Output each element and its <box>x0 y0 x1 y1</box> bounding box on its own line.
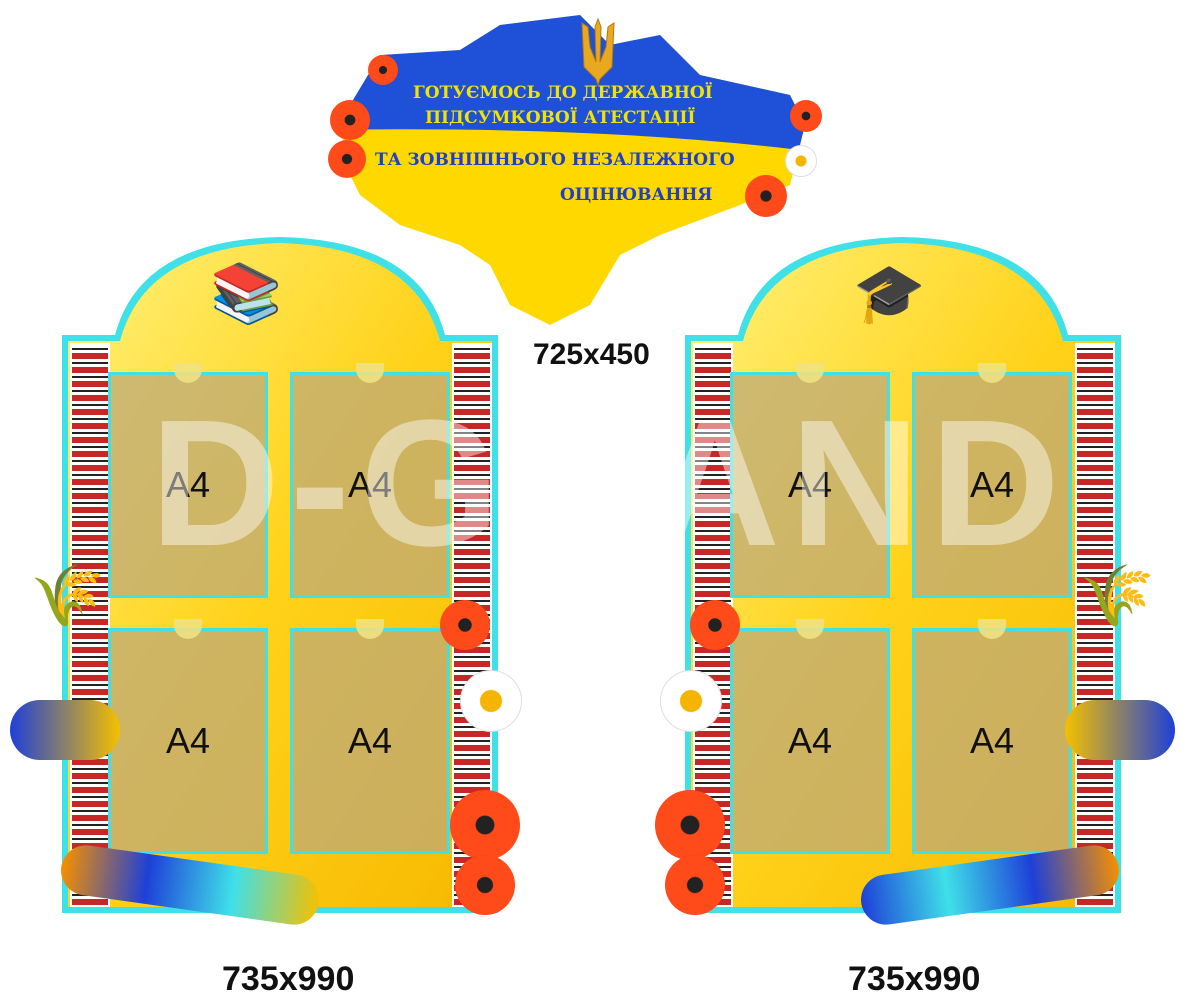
daisy-icon <box>785 145 817 177</box>
daisy-icon <box>660 670 722 732</box>
a4-pocket: A4 <box>290 619 450 854</box>
wheat-icon: 🌾 <box>1080 562 1155 629</box>
poppy-icon <box>745 175 787 217</box>
a4-pocket: A4 <box>108 619 268 854</box>
a4-pocket: A4 <box>290 363 450 598</box>
a4-pocket: A4 <box>730 363 890 598</box>
header-sign: ГОТУЄМОСЬ ДО ДЕРЖАВНОЇ ПІДСУМКОВОЇ АТЕСТ… <box>320 5 840 333</box>
poppy-icon <box>455 855 515 915</box>
poppy-icon <box>790 100 822 132</box>
poppy-icon <box>440 600 490 650</box>
poppy-icon <box>690 600 740 650</box>
header-line-1: ГОТУЄМОСЬ ДО ДЕРЖАВНОЇ <box>413 83 713 103</box>
right-stand: 🎓 A4 A4 A4 A4 <box>683 235 1123 915</box>
poppy-icon <box>450 790 520 860</box>
ukraine-map <box>332 7 813 333</box>
poppy-icon <box>330 100 370 140</box>
left-stand: 📚 A4 A4 A4 A4 <box>60 235 500 915</box>
header-size-label: 725x450 <box>533 338 650 371</box>
header-line-2: ПІДСУМКОВОЇ АТЕСТАЦІЇ <box>425 108 696 128</box>
embroidery-border <box>70 343 110 907</box>
ribbon-bow-icon <box>10 700 120 760</box>
poppy-icon <box>665 855 725 915</box>
graduation-cap-icon: 🎓 <box>853 261 926 326</box>
header-line-4: ОЦІНЮВАННЯ <box>560 185 713 205</box>
books-icon: 📚 <box>210 261 283 326</box>
poppy-icon <box>328 140 366 178</box>
watermark: D-GRAND <box>150 383 1070 584</box>
daisy-icon <box>460 670 522 732</box>
a4-pocket: A4 <box>730 619 890 854</box>
right-stand-size-label: 735x990 <box>848 960 981 998</box>
a4-pocket: A4 <box>108 363 268 598</box>
trident-icon <box>581 17 615 87</box>
header-line-3: ТА ЗОВНІШНЬОГО НЕЗАЛЕЖНОГО <box>375 150 735 170</box>
left-stand-size-label: 735x990 <box>222 960 355 998</box>
wheat-icon: 🌾 <box>30 562 105 629</box>
a4-pocket: A4 <box>912 619 1072 854</box>
poppy-icon <box>368 55 398 85</box>
a4-pocket: A4 <box>912 363 1072 598</box>
embroidery-border <box>1075 343 1115 907</box>
poppy-icon <box>655 790 725 860</box>
ribbon-bow-icon <box>1065 700 1175 760</box>
